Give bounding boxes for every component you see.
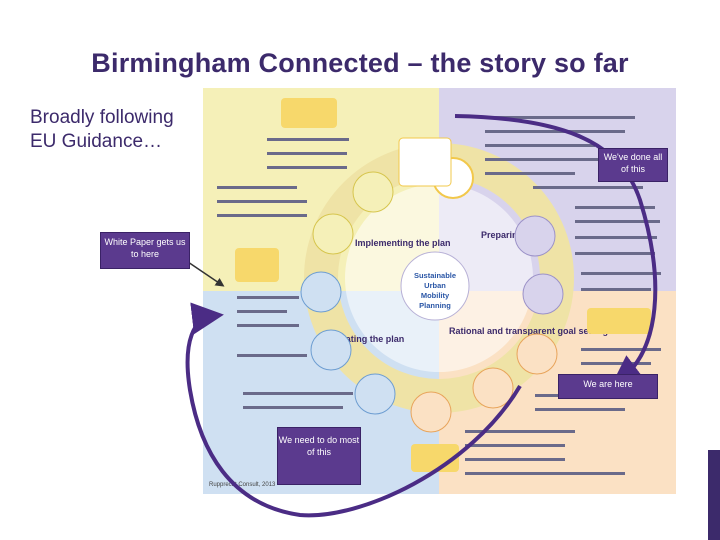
arrow-white-paper <box>187 261 225 287</box>
task-line <box>485 116 635 119</box>
callout-done: We've done all of this <box>598 148 668 182</box>
task-line <box>575 252 655 255</box>
diagram-credit: Rupprecht Consult, 2013 <box>209 482 276 488</box>
intro-text: Broadly following EU Guidance… <box>30 107 174 152</box>
step-10 <box>312 213 354 255</box>
phase-rational: Rational and transparent goal setting <box>449 326 608 336</box>
task-line <box>485 158 605 161</box>
task-line <box>465 472 625 475</box>
callout-white-paper: White Paper gets us to here <box>100 232 190 269</box>
step-9 <box>300 271 342 313</box>
milestone-adopted <box>235 248 279 282</box>
task-line <box>581 272 661 275</box>
center-label-2: Urban <box>424 281 446 290</box>
task-line <box>237 354 307 357</box>
step-11 <box>352 171 394 213</box>
starting-point-box <box>398 137 452 187</box>
corner-accent-bar <box>708 450 720 540</box>
task-line <box>485 144 595 147</box>
phase-preparing: Preparing well <box>481 230 543 240</box>
step-circles <box>300 157 564 433</box>
task-line <box>237 310 287 313</box>
task-line <box>217 200 307 203</box>
phase-implementing: Implementing the plan <box>355 238 451 248</box>
task-line <box>465 458 565 461</box>
task-line <box>243 392 353 395</box>
task-line <box>217 186 297 189</box>
task-line <box>267 152 347 155</box>
arrow-todo <box>185 302 522 518</box>
phase-elaborating: Elaborating the plan <box>318 334 405 344</box>
task-line <box>581 288 651 291</box>
slide-title: Birmingham Connected – the story so far <box>91 48 629 78</box>
task-line <box>243 406 343 409</box>
milestone-analysis <box>587 308 651 334</box>
step-4 <box>516 333 558 375</box>
center-label-1: Sustainable <box>414 271 456 280</box>
arrow-done <box>454 114 658 388</box>
step-5 <box>472 367 514 409</box>
task-line <box>575 236 657 239</box>
task-line <box>533 186 643 189</box>
step-6 <box>410 391 452 433</box>
task-line <box>465 430 575 433</box>
callout-todo: We need to do most of this <box>277 427 361 485</box>
task-line <box>217 214 307 217</box>
task-line <box>267 166 347 169</box>
center-label-3: Mobility <box>421 291 450 300</box>
milestone-final <box>281 98 337 128</box>
step-7 <box>354 373 396 415</box>
task-line <box>485 172 575 175</box>
center-circle <box>400 251 470 321</box>
step-2 <box>514 215 556 257</box>
step-3 <box>522 273 564 315</box>
callout-here: We are here <box>558 374 658 399</box>
task-line <box>267 138 349 141</box>
center-label-4: Planning <box>419 301 451 310</box>
task-line <box>465 444 565 447</box>
step-8 <box>310 329 352 371</box>
task-line <box>575 206 655 209</box>
task-line <box>485 130 625 133</box>
task-line <box>535 408 625 411</box>
task-line <box>581 348 661 351</box>
task-line <box>575 220 660 223</box>
task-line <box>237 296 299 299</box>
task-line <box>237 324 299 327</box>
